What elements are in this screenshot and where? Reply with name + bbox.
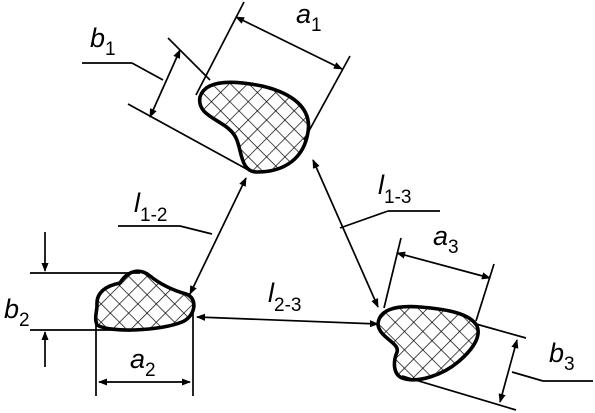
label-a3: a3: [433, 221, 459, 258]
label-a2: a2: [130, 344, 156, 381]
cross-section-2: [93, 269, 196, 332]
label-l23: l2-3: [268, 278, 301, 316]
b1-extension-top: [167, 37, 211, 81]
l13-distance-line: [312, 159, 379, 308]
a3-dimension-line: [396, 251, 491, 280]
cross-section-3: [376, 304, 480, 382]
a3-extension-left: [383, 237, 402, 309]
b3-dimension-line: [498, 339, 519, 403]
b3-extension-top: [475, 323, 527, 339]
label-l13: l1-3: [378, 170, 411, 208]
l12-distance-line: [189, 177, 247, 295]
a3-extension-right: [475, 263, 495, 322]
l23-distance-line: [196, 313, 379, 328]
label-l12: l1-2: [134, 188, 167, 226]
label-a1: a1: [296, 0, 322, 36]
l13-leader-slant: [339, 210, 389, 229]
cross-section-1: [198, 80, 311, 174]
b1-leader-slant: [131, 62, 164, 81]
label-b3: b3: [549, 338, 575, 375]
b1-dimension-line: [149, 49, 181, 118]
b1-extension-bottom: [127, 103, 253, 173]
l12-leader-slant: [179, 225, 213, 235]
a1-dimension-line: [235, 16, 343, 70]
b3-extension-bottom: [401, 375, 517, 411]
label-b1: b1: [90, 23, 116, 60]
a1-extension-right: [303, 55, 351, 141]
b3-leader-slant: [511, 371, 544, 382]
label-b2: b2: [4, 294, 30, 331]
